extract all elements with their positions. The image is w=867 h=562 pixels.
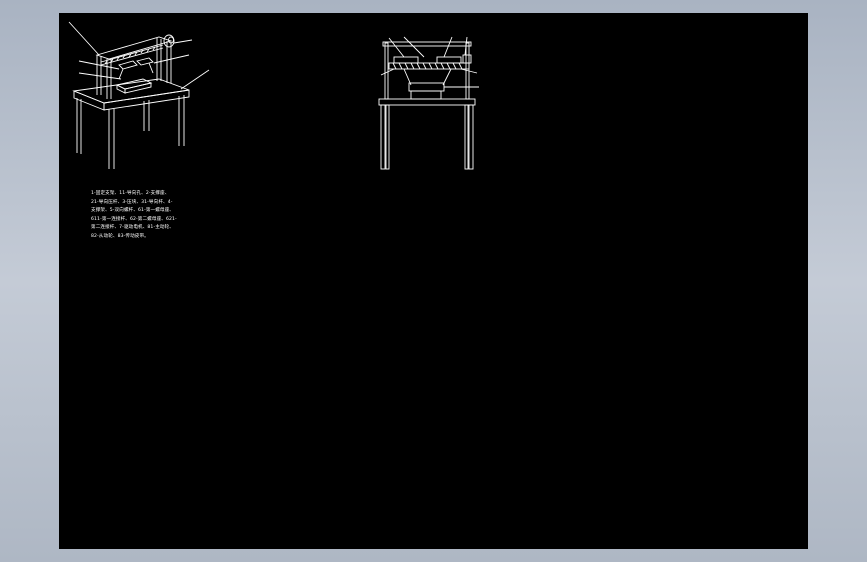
callout-v1-1: 4 bbox=[59, 24, 63, 30]
legend-line: 1-固定支架、11-导向孔、2-支撑座、 bbox=[91, 191, 170, 196]
cad-drawing bbox=[68, 21, 479, 170]
legend-line: 21-导向压杆、3-压块、31-导向杆、4- bbox=[91, 199, 173, 205]
callout-v3-2: 81 bbox=[210, 24, 218, 30]
legend-line: 611-第一连接杆、62-第二螺母座、621- bbox=[91, 216, 177, 222]
callout-v2-3: 61 bbox=[138, 24, 146, 30]
callout-v1-3: 81 bbox=[76, 24, 84, 30]
callout-v1-5: 5 bbox=[100, 24, 104, 30]
legend-line: 82-从动轮、83-传动皮带。 bbox=[91, 233, 149, 239]
callout-v2-1: 82 bbox=[117, 24, 125, 30]
callout-v3-5: 1 bbox=[243, 24, 248, 30]
legend-line: 支撑架、5-双向螺杆、61-第一螺母座、 bbox=[91, 208, 174, 214]
callout-v1-4: 31 bbox=[88, 24, 96, 30]
front-view-top-middle bbox=[378, 36, 479, 170]
callout-v4-1: A bbox=[252, 24, 256, 30]
callout-v3-4: 82 bbox=[231, 24, 239, 30]
callout-v1-6: 1 bbox=[108, 24, 113, 30]
legend-line: 第二连接杆、7-驱动电机、81-主动轮、 bbox=[91, 225, 174, 231]
isometric-view-top-left bbox=[68, 21, 210, 169]
callout-v2-7: 3 bbox=[193, 24, 198, 30]
drawing-canvas: 4 8 81 31 5 1 82 6 61 51 621 611 3 3 81 … bbox=[59, 13, 808, 549]
callout-v3-1: 3 bbox=[202, 24, 206, 30]
parts-legend: 1-固定支架、11-导向孔、2-支撑座、 21-导向压杆、3-压块、31-导向杆… bbox=[91, 190, 231, 242]
callout-v5-2: 10 bbox=[269, 24, 277, 30]
callout-v2-6: 611 bbox=[178, 24, 189, 30]
callout-labels: 4 8 81 31 5 1 82 6 61 51 621 611 3 3 81 … bbox=[59, 13, 277, 32]
callout-v2-5: 621 bbox=[162, 24, 173, 30]
callout-v5-1: 2 bbox=[261, 24, 265, 30]
callout-v2-4: 51 bbox=[150, 24, 158, 30]
callout-v1-2: 8 bbox=[67, 24, 72, 30]
callout-v2-2: 6 bbox=[129, 24, 134, 30]
callout-v3-3: 3 bbox=[222, 24, 227, 30]
